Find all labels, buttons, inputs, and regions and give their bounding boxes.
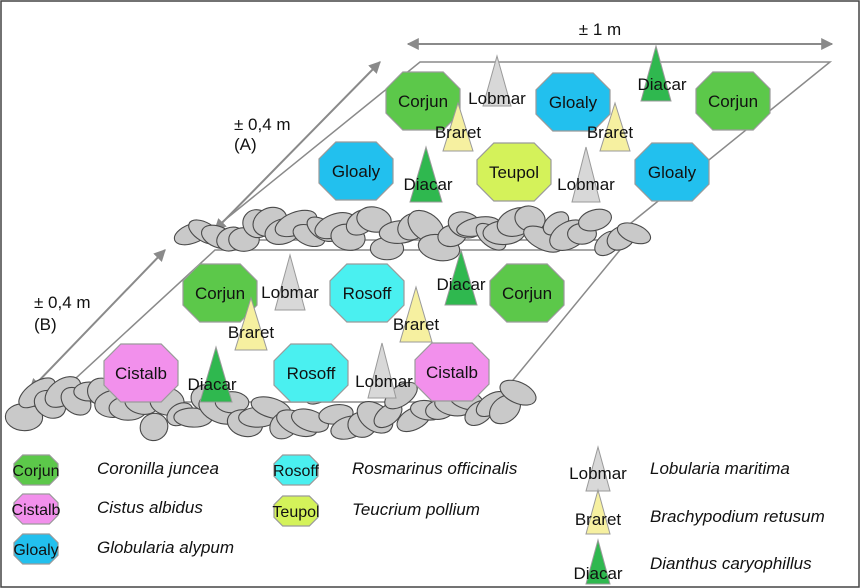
- plot-a-diacar-3-triangle: [640, 44, 672, 102]
- plot-a-corjun-0-octagon-label: Corjun: [398, 92, 448, 111]
- plot-a-gloaly-11-octagon: [634, 142, 710, 202]
- plot-b-cistalb-7-octagon-label: Cistalb: [115, 364, 167, 383]
- plot-b-lobmar-10-triangle: [367, 342, 397, 399]
- legend-braret-label: Braret: [575, 510, 622, 529]
- legend-diacar-species-name: Dianthus caryophillus: [650, 554, 812, 573]
- width-label: ± 1 m: [579, 20, 621, 39]
- plot-a-gloaly-7-octagon-label: Gloaly: [332, 162, 381, 181]
- plot-a-braret-6-triangle: [599, 101, 631, 152]
- plot-a-teupol-9-octagon-label: Teupol: [489, 163, 539, 182]
- stone-row-b: [4, 375, 537, 442]
- stone: [616, 222, 652, 245]
- legend-cistalb-octagon-label: Cistalb: [12, 502, 61, 519]
- legend-corjun-species-name: Coronilla juncea: [97, 459, 219, 478]
- legend-gloaly-species-name: Globularia alypum: [97, 538, 235, 557]
- plot-b-rosoff-2-octagon-label: Rosoff: [343, 284, 392, 303]
- plot-b-cistalb-7-octagon: [103, 343, 179, 403]
- plot-b-diacar-8-label: Diacar: [187, 375, 236, 394]
- legend-corjun-octagon: [13, 454, 59, 486]
- plot-b-lobmar-1-triangle: [274, 253, 306, 311]
- legend-lobmar-species-name: Lobularia maritima: [650, 459, 790, 478]
- stone: [139, 412, 169, 442]
- plot-b-braret-5-label: Braret: [228, 323, 275, 342]
- legend-cistalb-species-name: Cistus albidus: [97, 498, 203, 517]
- plot-b-braret-6-label: Braret: [393, 315, 440, 334]
- legend-braret-triangle: [585, 488, 611, 535]
- plot-a-gloaly-11-octagon-label: Gloaly: [648, 163, 697, 182]
- plot-a-braret-5-triangle: [442, 101, 474, 152]
- plot-b-corjun-0-octagon-label: Corjun: [195, 284, 245, 303]
- plot-a-gloaly-7-octagon: [318, 141, 394, 201]
- legend-rosoff-octagon-label: Rosoff: [273, 463, 320, 480]
- plot-b-cistalb-11-octagon: [414, 342, 490, 402]
- legend-diacar-triangle: [585, 538, 611, 585]
- plot-a-braret-5-label: Braret: [435, 123, 482, 142]
- stone: [499, 379, 537, 406]
- legend-teupol-species-name: Teucrium pollium: [352, 500, 480, 519]
- section-label-a: (A): [234, 135, 257, 154]
- stone: [578, 208, 612, 232]
- plot-b-corjun-0-octagon: [182, 263, 258, 323]
- plot-b-corjun-4-octagon-label: Corjun: [502, 284, 552, 303]
- legend-lobmar-label: Lobmar: [569, 464, 627, 483]
- legend-teupol-octagon-label: Teupol: [272, 504, 319, 521]
- plot-b-diacar-3-triangle: [444, 248, 478, 306]
- plot-a-corjun-4-octagon: [695, 71, 771, 131]
- plot-a-lobmar-10-triangle: [571, 146, 601, 203]
- plot-b-diacar-8-triangle: [199, 345, 233, 403]
- section-label-b: (B): [34, 315, 57, 334]
- legend-braret-species-name: Brachypodium retusum: [650, 507, 825, 526]
- depth-label-b: ± 0,4 m: [34, 293, 91, 312]
- plot-b-diacar-3-label: Diacar: [436, 275, 485, 294]
- plot-b-braret-5-triangle: [234, 296, 268, 351]
- plot-a-lobmar-10-label: Lobmar: [557, 175, 615, 194]
- plot-a-diacar-8-label: Diacar: [403, 175, 452, 194]
- legend-gloaly-octagon: [13, 533, 59, 565]
- plot-a-diacar-3-label: Diacar: [637, 75, 686, 94]
- stone-row-a: [173, 205, 652, 262]
- plot-a-gloaly-2-octagon: [535, 72, 611, 132]
- legend-diacar-label: Diacar: [573, 564, 622, 583]
- legend-rosoff-octagon: [273, 454, 319, 486]
- depth-arrow-a: [214, 61, 381, 231]
- plot-a-diacar-8-triangle: [409, 145, 443, 203]
- plot-a-gloaly-2-octagon-label: Gloaly: [549, 93, 598, 112]
- plot-b-corjun-4-octagon: [489, 263, 565, 323]
- depth-arrow-b: [29, 249, 166, 391]
- depth-label-a: ± 0,4 m: [234, 115, 291, 134]
- plot-a-lobmar-1-label: Lobmar: [468, 89, 526, 108]
- legend-gloaly-octagon-label: Gloaly: [13, 542, 58, 559]
- plot-b-rosoff-9-octagon: [273, 343, 349, 403]
- legend-rosoff-species-name: Rosmarinus officinalis: [352, 459, 518, 478]
- plot-b-lobmar-1-label: Lobmar: [261, 283, 319, 302]
- plot-b-braret-6-triangle: [399, 285, 433, 343]
- plot-a-teupol-9-octagon: [476, 142, 552, 202]
- legend-cistalb-octagon: [13, 493, 59, 525]
- legend-corjun-octagon-label: Corjun: [12, 463, 59, 480]
- plot-a-braret-6-label: Braret: [587, 123, 634, 142]
- plot-a-corjun-4-octagon-label: Corjun: [708, 92, 758, 111]
- plot-a-lobmar-1-triangle: [482, 54, 512, 107]
- plot-b-rosoff-9-octagon-label: Rosoff: [287, 364, 336, 383]
- plot-b-cistalb-11-octagon-label: Cistalb: [426, 363, 478, 382]
- plot-a-corjun-0-octagon: [385, 71, 461, 131]
- plot-b-lobmar-10-label: Lobmar: [355, 372, 413, 391]
- plot-b-rosoff-2-octagon: [329, 263, 405, 323]
- legend-teupol-octagon: [273, 495, 319, 527]
